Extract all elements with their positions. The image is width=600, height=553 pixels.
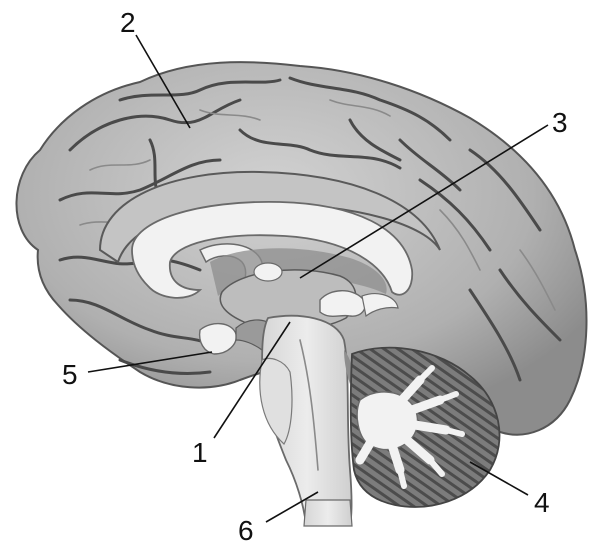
- label-6: 6: [238, 515, 254, 546]
- label-2: 2: [120, 7, 136, 38]
- leader-line-4: [469, 461, 529, 496]
- label-5: 5: [62, 359, 78, 390]
- leader-line-3: [299, 124, 549, 279]
- label-3: 3: [552, 107, 568, 138]
- corpus-callosum: [131, 201, 414, 299]
- interthalamic-adhesion: [253, 262, 283, 282]
- label-4: 4: [534, 487, 550, 518]
- optic-chiasm: [198, 323, 237, 355]
- leader-line-1: [213, 321, 291, 439]
- pons: [259, 357, 293, 445]
- label-1: 1: [192, 437, 208, 468]
- leader-line-6: [265, 491, 319, 523]
- fourth-ventricle: [344, 350, 352, 384]
- spinal-cord: [303, 499, 353, 527]
- cerebrum: [15, 61, 588, 436]
- tectum: [361, 293, 399, 318]
- pineal-region: [319, 290, 366, 317]
- arbor-vitae: [355, 365, 465, 489]
- leader-line-2: [135, 34, 191, 129]
- leader-line-5: [87, 351, 213, 373]
